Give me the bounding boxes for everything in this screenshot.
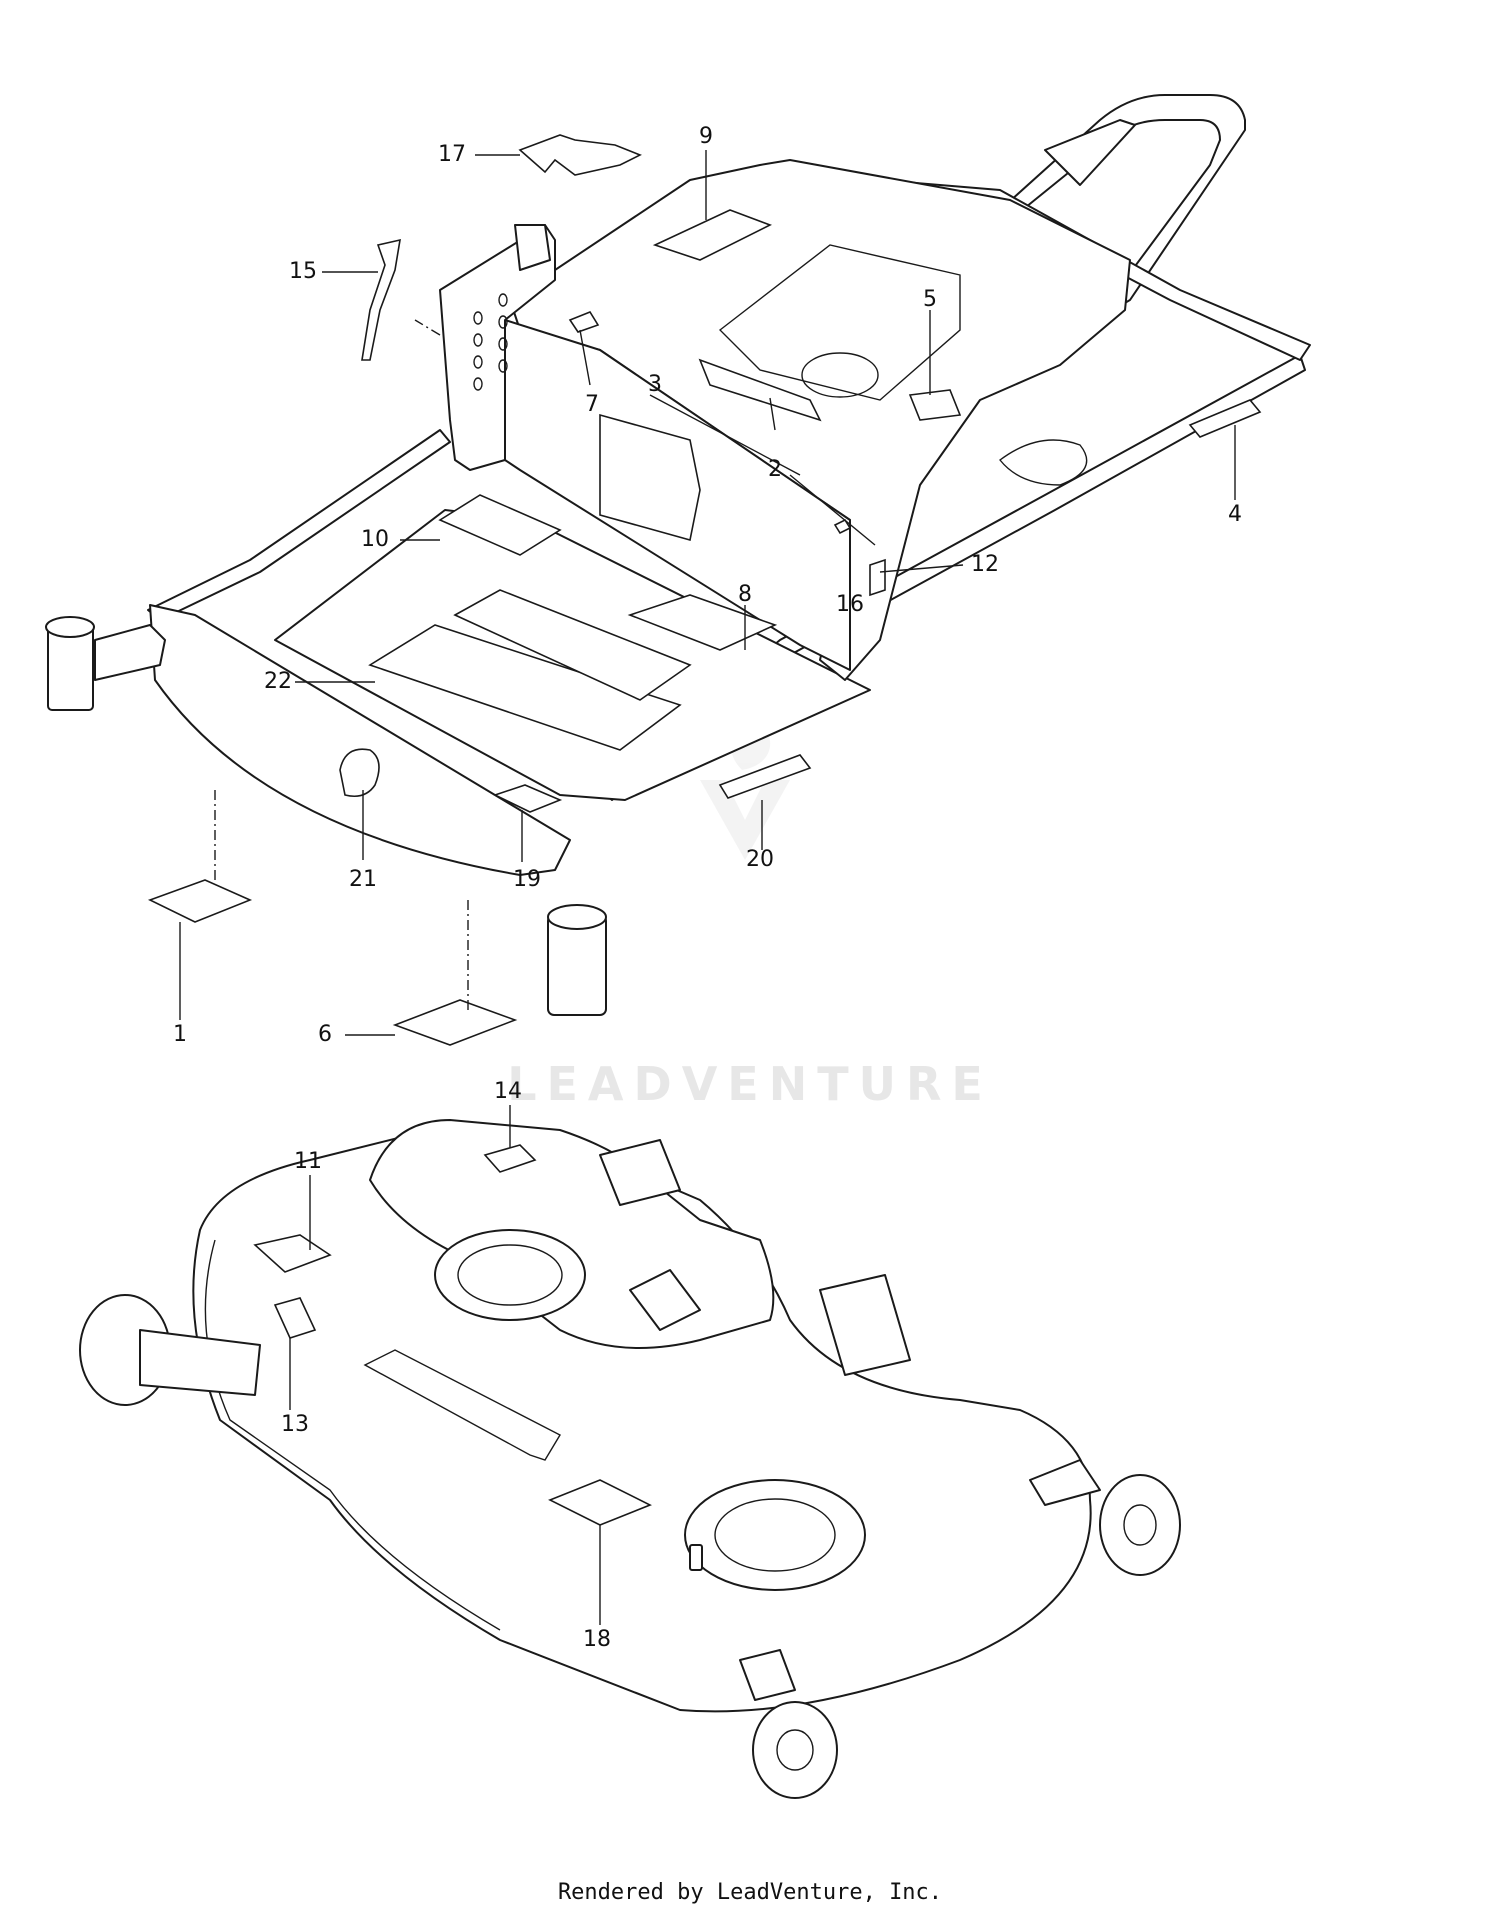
callout-10: 10 [361,527,389,552]
decal-19 [492,784,563,813]
mower-deck [79,1119,1181,1799]
decal-17 [518,134,642,176]
frame-assembly [45,94,1311,1016]
deck-decals [253,1144,652,1526]
decal-4 [1188,399,1262,438]
callout-4: 4 [1228,502,1242,527]
decal-22b [453,589,692,701]
callout-17: 17 [438,142,466,167]
decal-1 [147,879,253,923]
decal-16 [833,518,852,535]
callout-20: 20 [746,847,774,872]
callout-16: 16 [836,592,864,617]
callout-18: 18 [583,1627,611,1652]
callout-22: 22 [264,669,292,694]
decal-10 [438,494,562,556]
decal-22a [368,624,682,751]
decal-18 [548,1479,652,1526]
decal-20 [718,754,812,799]
callout-labels: 1 2 3 4 5 6 7 8 9 10 11 12 13 14 15 16 1… [173,124,1242,1652]
callout-6: 6 [318,1022,332,1047]
decal-11 [253,1234,332,1273]
decal-8 [627,594,778,651]
decal-15 [361,238,401,361]
frame-decals [147,134,1262,1046]
callout-8: 8 [738,582,752,607]
callout-13: 13 [281,1412,309,1437]
callout-3: 3 [648,372,662,397]
callout-5: 5 [923,287,937,312]
watermark-text: LEADVENTURE [507,1057,993,1111]
callout-14: 14 [494,1079,522,1104]
callout-19: 19 [513,867,541,892]
decal-12 [869,558,886,597]
decal-3 [599,413,701,542]
decal-2 [698,358,822,422]
callout-12: 12 [971,552,999,577]
footer-credit: Rendered by LeadVenture, Inc. [557,1880,943,1905]
decal-5 [908,389,962,421]
callout-15: 15 [289,259,317,284]
callout-2: 2 [768,457,782,482]
decal-9 [652,209,772,261]
decal-7 [568,311,600,333]
callout-7: 7 [585,392,599,417]
callout-9: 9 [699,124,713,149]
callout-21: 21 [349,867,377,892]
callout-1: 1 [173,1022,187,1047]
leader-lines [179,150,1236,1625]
decal-14 [483,1144,537,1173]
decal-13 [273,1297,317,1339]
callout-11: 11 [294,1149,322,1174]
decal-6 [392,999,518,1046]
decal-21 [339,748,380,798]
